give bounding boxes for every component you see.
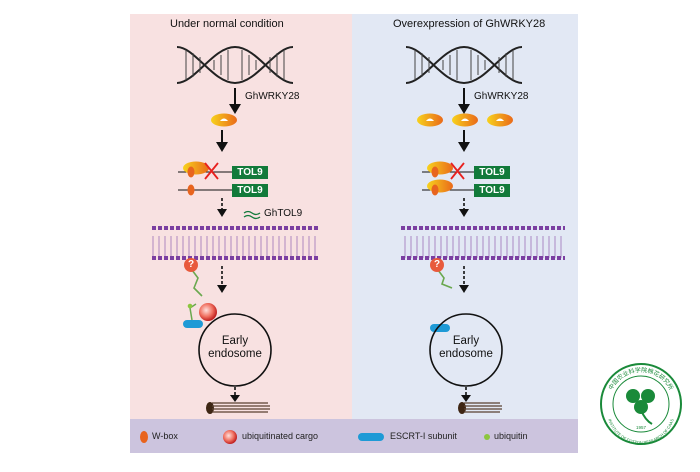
right-arrow-to-vacuole: [461, 387, 471, 402]
right-cotton-fiber: [458, 402, 502, 414]
right-gene-blocked-1: [422, 161, 474, 180]
left-dashed-arrow-to-endosome: [217, 266, 227, 293]
right-tol9-gene-box-1: TOL9: [474, 166, 510, 179]
cotton-boll-logo-icon: [626, 389, 655, 425]
right-early-endosome: [429, 313, 503, 387]
institute-logo: 中国农业科学院棉花研究所 INSTITUTE OF COTTON RESEARC…: [600, 363, 682, 445]
left-escrt-cargo-complex: [183, 303, 217, 328]
legend-label-ubiquitinated-cargo: ubiquitinated cargo: [242, 431, 319, 441]
left-gene-expressed: [178, 184, 232, 196]
legend-background: [130, 419, 578, 453]
left-endosome-label: Early endosome: [205, 335, 265, 361]
right-panel-background: [352, 14, 578, 419]
legend-label-w-box: W-box: [152, 431, 178, 441]
left-endosome-label-line2: endosome: [208, 348, 262, 360]
left-mrna-wave: [243, 210, 261, 220]
left-arrow-protein-to-gene: [216, 130, 228, 152]
right-escrt-subunit: [430, 324, 450, 332]
escrt-i-subunit-icon: [358, 433, 384, 441]
right-endosome-label: Early endosome: [436, 335, 496, 361]
left-arrow-dna-to-protein: [229, 88, 241, 114]
right-dna-helix: [405, 45, 523, 85]
legend-label-ubiquitin: ubiquitin: [494, 431, 528, 441]
ubiquitin-icon: [484, 434, 490, 440]
legend-label-escrt-i-subunit: ESCRT-I subunit: [390, 431, 457, 441]
right-endosome-label-line1: Early: [452, 335, 480, 347]
right-question-mark: ?: [430, 258, 444, 272]
logo-year: 1957: [636, 425, 647, 430]
w-box-icon: [140, 431, 148, 443]
right-dashed-arrow-to-endosome: [459, 266, 469, 293]
left-dna-helix: [176, 45, 294, 85]
left-tol9-gene-box-2: TOL9: [232, 184, 268, 197]
left-panel-title: Under normal condition: [170, 18, 284, 30]
left-plasma-membrane: [152, 224, 318, 262]
left-cotton-fiber: [206, 402, 270, 414]
left-wrky-protein: [211, 113, 237, 127]
left-protein-label: GhWRKY28: [245, 91, 300, 102]
right-gene-blocked-2: [422, 179, 474, 196]
right-protein-label: GhWRKY28: [474, 91, 529, 102]
right-endosome-label-line2: endosome: [439, 348, 493, 360]
left-endosome-label-line1: Early: [221, 335, 249, 347]
right-panel-title: Overexpression of GhWRKY28: [393, 18, 546, 30]
right-arrow-protein-to-gene: [458, 130, 470, 152]
left-transcript-label: GhTOL9: [264, 208, 303, 219]
left-tol9-gene-box-1: TOL9: [232, 166, 268, 179]
right-wrky-proteins: [417, 113, 513, 127]
left-gene-blocked: [178, 161, 232, 180]
left-question-mark: ?: [184, 258, 198, 272]
left-early-endosome: [198, 313, 272, 387]
left-arrow-to-vacuole: [230, 387, 240, 402]
right-plasma-membrane: [401, 224, 565, 262]
right-tol9-gene-box-2: TOL9: [474, 184, 510, 197]
ubiquitinated-cargo-icon: [223, 430, 237, 444]
right-arrow-dna-to-protein: [458, 88, 470, 114]
left-dashed-arrow-to-membrane: [217, 198, 227, 217]
right-dashed-arrow-to-membrane: [459, 198, 469, 217]
